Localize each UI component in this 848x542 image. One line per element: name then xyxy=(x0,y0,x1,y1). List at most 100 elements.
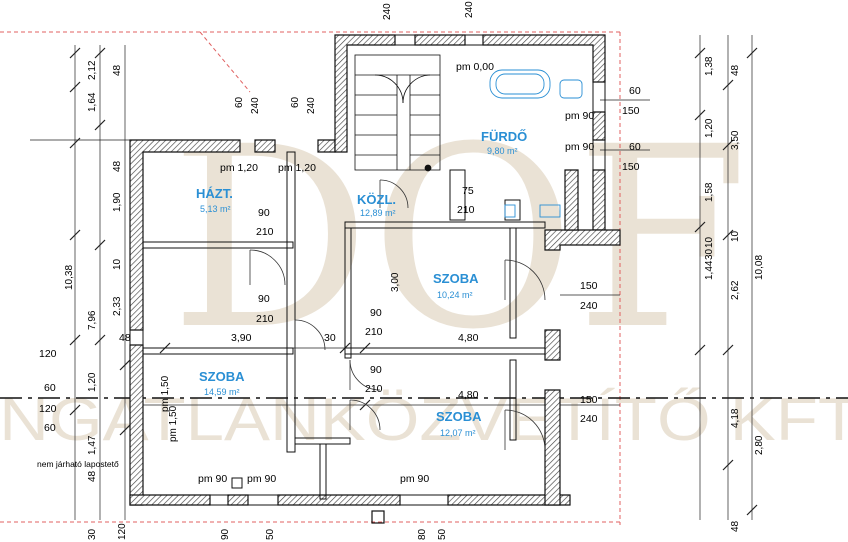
dim-label: 150 xyxy=(622,105,640,117)
roof-note: nem járható lapostető xyxy=(37,459,119,469)
dim-label: 48 xyxy=(119,332,131,344)
dim-label: 48 xyxy=(112,160,123,172)
staircase xyxy=(354,54,441,172)
dim-label: 4,18 xyxy=(730,408,741,428)
dim-label: 48 xyxy=(730,520,741,532)
room-name-szoba-2: SZOBA xyxy=(199,369,245,384)
dim-label: 90 xyxy=(258,207,270,219)
dim-label: 90 xyxy=(220,528,231,540)
dim-label: 60 xyxy=(44,382,56,394)
dim-label: 120 xyxy=(117,523,128,540)
dim-label: 90 xyxy=(258,293,270,305)
dim-label: 1,20 xyxy=(87,372,98,392)
plot-boundary xyxy=(0,31,621,525)
dim-label: 10 xyxy=(112,258,123,270)
room-name-furdo: FÜRDŐ xyxy=(481,129,527,144)
dim-label: 240 xyxy=(250,97,261,114)
dim-label: 150 xyxy=(580,394,598,406)
dim-label: pm 1,50 xyxy=(160,375,171,412)
dimension-labels: pm 0,00 pm 1,20 pm 1,20 pm 90 pm 90 60 1… xyxy=(39,61,641,485)
dim-label: 90 xyxy=(370,307,382,319)
dim-label: 1,47 xyxy=(87,435,98,455)
dim-label: 48 xyxy=(112,64,123,76)
dim-label: pm 1,50 xyxy=(168,405,179,442)
dim-label: 50 xyxy=(437,528,448,540)
dim-label: pm 1,20 xyxy=(220,162,258,174)
dim-label: 2,12 xyxy=(87,60,98,80)
dim-label: 30 xyxy=(87,528,98,540)
dim-label: 2,62 xyxy=(730,280,741,300)
dim-label: 1,20 xyxy=(704,118,715,138)
dim-label: 7,96 xyxy=(87,310,98,330)
dim-label: 4,80 xyxy=(458,389,479,401)
dim-label: 75 xyxy=(462,185,474,197)
dim-label: 1,64 xyxy=(87,92,98,112)
dim-label: 60 xyxy=(629,141,641,153)
dim-label: pm 0,00 xyxy=(456,61,494,73)
dim-label: 4,80 xyxy=(458,332,479,344)
dimension-ticks xyxy=(69,47,758,516)
dim-label: pm 1,20 xyxy=(278,162,316,174)
dim-label: 10,08 xyxy=(754,255,765,280)
dim-label: pm 90 xyxy=(565,110,594,122)
dim-label: 240 xyxy=(580,413,598,425)
dim-label: 3,90 xyxy=(231,332,252,344)
room-area-hazt: 5,13 m² xyxy=(200,204,231,214)
dim-label: 48 xyxy=(730,64,741,76)
dim-label: 240 xyxy=(382,3,393,20)
walls xyxy=(129,34,621,506)
dim-label: 240 xyxy=(580,300,598,312)
room-area-szoba-1: 10,24 m² xyxy=(437,290,473,300)
shaft-symbol xyxy=(231,477,243,489)
dim-label: 1,58 xyxy=(704,182,715,202)
dim-label: 3,00 xyxy=(390,272,401,292)
room-area-kozl: 12,89 m² xyxy=(360,208,396,218)
dim-label: 3,50 xyxy=(730,130,741,150)
dim-label: 30 xyxy=(704,248,715,260)
dim-label: 210 xyxy=(457,204,475,216)
dim-label: 120 xyxy=(39,348,57,360)
dim-label: 50 xyxy=(265,528,276,540)
dim-label: 60 xyxy=(629,85,641,97)
vertical-dimension-labels: 60 240 60 240 240 240 3,00 pm 1,50 pm 1,… xyxy=(64,1,765,540)
dim-label: 1,90 xyxy=(112,192,123,212)
dim-label: pm 90 xyxy=(198,473,227,485)
dim-label: 10,38 xyxy=(64,265,75,290)
room-area-furdo: 9,80 m² xyxy=(487,146,518,156)
interior-walls xyxy=(142,151,546,500)
dim-label: 10 xyxy=(730,230,741,242)
chimney-symbol xyxy=(371,510,385,524)
dim-label: 80 xyxy=(417,528,428,540)
dim-label: 90 xyxy=(370,364,382,376)
dim-label: 60 xyxy=(290,96,301,108)
dim-label: 10 xyxy=(704,236,715,248)
dim-label: pm 90 xyxy=(565,141,594,153)
dim-label: 210 xyxy=(256,226,274,238)
doors xyxy=(249,179,546,451)
windows xyxy=(129,34,606,506)
dim-label: 1,38 xyxy=(704,56,715,76)
dim-label: 240 xyxy=(306,97,317,114)
dim-label: 210 xyxy=(365,326,383,338)
dim-label: 1,44 xyxy=(704,260,715,280)
dim-label: 210 xyxy=(256,313,274,325)
dim-label: 48 xyxy=(87,470,98,482)
watermark-company-text: INGATLANKÖZVETÍTŐ KFT xyxy=(0,386,848,453)
room-name-kozl: KÖZL. xyxy=(357,192,396,207)
room-area-szoba-3: 12,07 m² xyxy=(440,428,476,438)
room-name-szoba-3: SZOBA xyxy=(436,409,482,424)
dim-label: 150 xyxy=(622,161,640,173)
dim-label: 120 xyxy=(39,403,57,415)
bathroom-fixtures xyxy=(489,69,583,218)
dim-label: 30 xyxy=(324,332,336,344)
dim-label: 60 xyxy=(44,422,56,434)
dim-label: 60 xyxy=(234,96,245,108)
watermark: DOF INGATLANKÖZVETÍTŐ KFT xyxy=(0,93,848,453)
dim-label: 2,33 xyxy=(112,296,123,316)
room-labels: HÁZT. 5,13 m² KÖZL. 12,89 m² FÜRDŐ 9,80 … xyxy=(196,129,527,438)
room-name-szoba-1: SZOBA xyxy=(433,271,479,286)
dim-label: pm 90 xyxy=(247,473,276,485)
dim-label: 240 xyxy=(464,1,475,18)
room-area-szoba-2: 14,59 m² xyxy=(204,387,240,397)
